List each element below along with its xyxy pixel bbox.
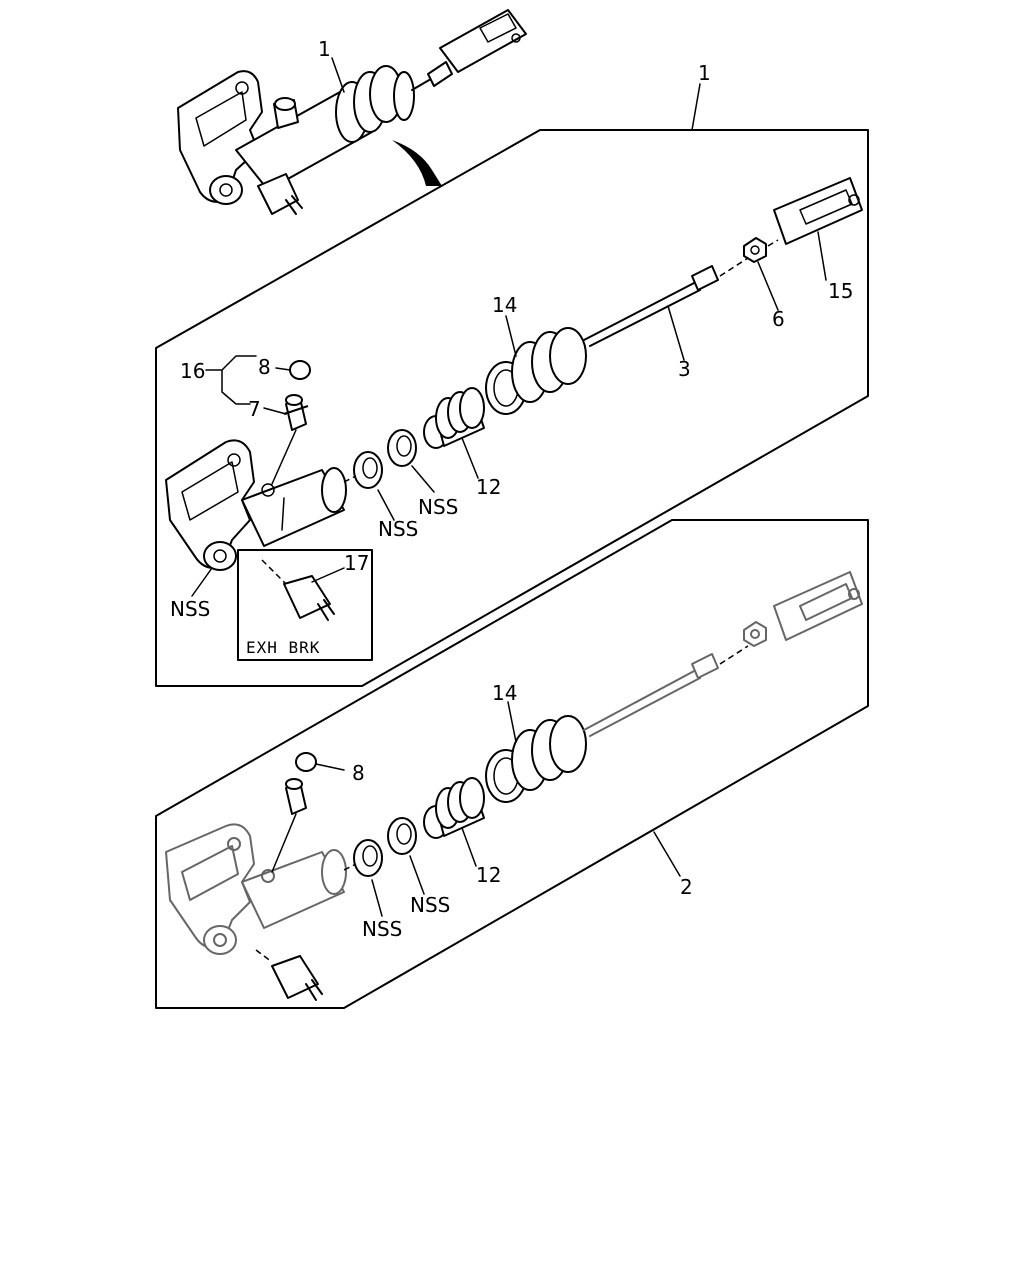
clevis-yoke-2 bbox=[773, 571, 863, 641]
callout-boot: 14 bbox=[492, 293, 517, 317]
bleeder-cap-1 bbox=[289, 360, 311, 380]
bleeder-screw-2 bbox=[271, 778, 307, 873]
exploded-panel-1: EXH BRK bbox=[155, 129, 869, 687]
dust-boot-1 bbox=[485, 327, 587, 415]
exh-brk-inset: EXH BRK bbox=[237, 549, 373, 661]
assembled-cylinder-illustration bbox=[177, 9, 527, 215]
callout-nss-3: NSS bbox=[170, 597, 210, 621]
seal-cup-1b bbox=[387, 429, 417, 467]
callout-p2-piston: 12 bbox=[476, 863, 501, 887]
callout-rod: 3 bbox=[678, 357, 691, 381]
callout-p2-cap: 8 bbox=[352, 761, 365, 785]
callout-panel1-ref: 1 bbox=[698, 61, 711, 85]
callouts: 1 1 14 15 6 3 16 8 7 12 NSS NSS NSS 17 1… bbox=[170, 37, 853, 941]
switch-inset bbox=[283, 575, 335, 621]
seal-cup-2a bbox=[353, 839, 383, 877]
switch-2 bbox=[255, 949, 323, 1001]
bleeder-screw-1 bbox=[271, 394, 309, 485]
lock-nut-2 bbox=[743, 621, 767, 647]
callout-p2-nss-2: NSS bbox=[362, 917, 402, 941]
cylinder-body-2 bbox=[165, 823, 347, 955]
push-rod-1 bbox=[583, 257, 749, 347]
clevis-yoke-1 bbox=[773, 177, 863, 245]
callout-nss-1: NSS bbox=[418, 495, 458, 519]
exploded-panel-2 bbox=[155, 519, 869, 1009]
callout-p2-boot: 14 bbox=[492, 681, 517, 705]
push-rod-2 bbox=[583, 645, 749, 737]
callout-top-assembly: 1 bbox=[318, 37, 331, 61]
callout-bleeder: 7 bbox=[248, 397, 261, 421]
callout-switch: 17 bbox=[344, 551, 369, 575]
callout-clevis: 15 bbox=[828, 279, 853, 303]
callout-p2-nss-1: NSS bbox=[410, 893, 450, 917]
inset-label: EXH BRK bbox=[246, 638, 320, 657]
bleeder-cap-2 bbox=[295, 752, 317, 772]
dust-boot-2 bbox=[485, 715, 587, 803]
lock-nut-1 bbox=[743, 237, 767, 263]
callout-bleeder-kit: 16 bbox=[180, 359, 205, 383]
piston-2 bbox=[423, 777, 485, 839]
callout-panel2-ref: 2 bbox=[680, 875, 693, 899]
piston-1 bbox=[423, 387, 485, 449]
cylinder-body-1 bbox=[165, 439, 347, 571]
callout-cap: 8 bbox=[258, 355, 271, 379]
callout-piston: 12 bbox=[476, 475, 501, 499]
callout-nut: 6 bbox=[772, 307, 785, 331]
callout-nss-2: NSS bbox=[378, 517, 418, 541]
seal-cup-2b bbox=[387, 817, 417, 855]
leader-lines bbox=[191, 57, 827, 917]
panel-1-border bbox=[155, 129, 869, 687]
seal-cup-1a bbox=[353, 451, 383, 489]
panel-2-border bbox=[155, 519, 869, 1009]
